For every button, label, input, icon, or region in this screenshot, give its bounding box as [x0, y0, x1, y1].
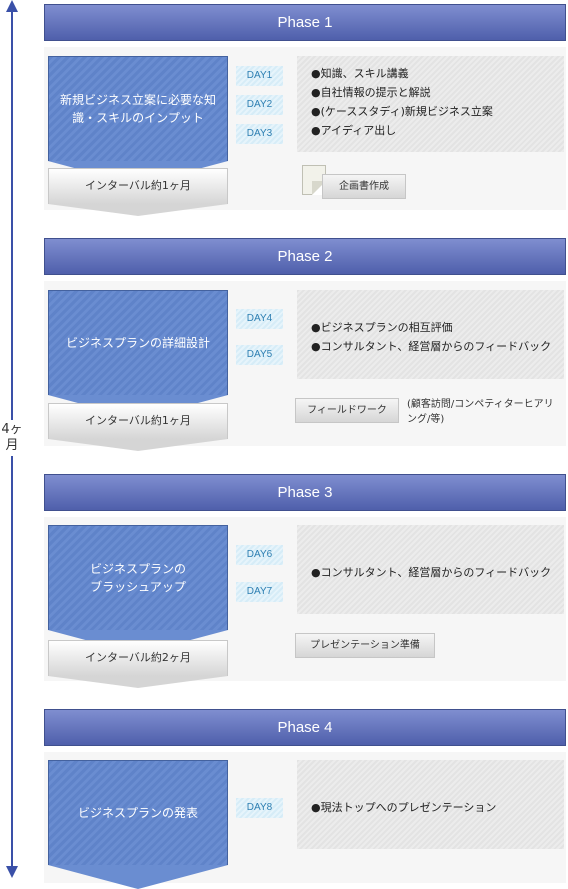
- content-item: ●コンサルタント、経営層からのフィードバック: [311, 566, 552, 579]
- task-label: プレゼンテーション準備: [295, 633, 435, 658]
- phase-main-label: ビジネスプランの発表: [77, 806, 198, 820]
- day-tag: DAY8: [236, 798, 283, 818]
- day-tag: DAY6: [236, 545, 283, 565]
- phase-title: Phase 3: [44, 474, 566, 511]
- step-arrow-tip: [48, 865, 228, 889]
- phase-title: Phase 2: [44, 238, 566, 275]
- phase-main-step: ビジネスプランの発表: [48, 760, 228, 865]
- interval-arrow-tip: [48, 439, 228, 451]
- phase-content: ●現法トップへのプレゼンテーション: [297, 760, 564, 849]
- timeline-duration-label: 4ヶ月: [0, 420, 24, 456]
- content-item: ●アイディア出し: [311, 124, 397, 137]
- content-item: ●自社情報の提示と解説: [311, 86, 431, 99]
- content-item: ●知識、スキル講義: [311, 67, 409, 80]
- phase-title: Phase 4: [44, 709, 566, 746]
- phase-main-step: ビジネスプランのブラッシュアップ: [48, 525, 228, 630]
- phase-content: ●知識、スキル講義 ●自社情報の提示と解説 ●(ケーススタディ)新規ビジネス立案…: [297, 56, 564, 152]
- content-item: ●ビジネスプランの相互評価: [311, 321, 453, 334]
- interval-step: インターバル約1ヶ月: [48, 168, 228, 204]
- phase-main-label: 新規ビジネス立案に必要な知識・スキルのインプット: [59, 93, 216, 125]
- task-note: (顧客訪問/コンペティターヒアリング/等): [407, 399, 554, 425]
- task-label: 企画書作成: [322, 174, 406, 199]
- day-tag: DAY1: [236, 66, 283, 86]
- content-item: ●(ケーススタディ)新規ビジネス立案: [311, 105, 493, 118]
- task-label: フィールドワーク: [295, 398, 399, 423]
- interval-step: インターバル約2ヶ月: [48, 640, 228, 676]
- day-tag: DAY3: [236, 124, 283, 144]
- content-item: ●コンサルタント、経営層からのフィードバック: [311, 340, 552, 353]
- day-tag: DAY4: [236, 309, 283, 329]
- interval-arrow-tip: [48, 204, 228, 216]
- phase-title: Phase 1: [44, 4, 566, 41]
- phase-main-step: ビジネスプランの詳細設計: [48, 290, 228, 395]
- phase-content: ●ビジネスプランの相互評価 ●コンサルタント、経営層からのフィードバック: [297, 290, 564, 379]
- day-tag: DAY2: [236, 95, 283, 115]
- day-tag: DAY5: [236, 345, 283, 365]
- interval-step: インターバル約1ヶ月: [48, 403, 228, 439]
- phase-main-label: ビジネスプランの詳細設計: [65, 336, 210, 350]
- timeline-arrow-down-icon: [6, 866, 18, 878]
- day-tag: DAY7: [236, 582, 283, 602]
- phase-main-label: ビジネスプランのブラッシュアップ: [90, 562, 187, 594]
- phase-main-step: 新規ビジネス立案に必要な知識・スキルのインプット: [48, 56, 228, 161]
- phase-content: ●コンサルタント、経営層からのフィードバック: [297, 525, 564, 614]
- content-item: ●現法トップへのプレゼンテーション: [311, 801, 497, 814]
- timeline-arrow-up-icon: [6, 0, 18, 12]
- interval-arrow-tip: [48, 676, 228, 688]
